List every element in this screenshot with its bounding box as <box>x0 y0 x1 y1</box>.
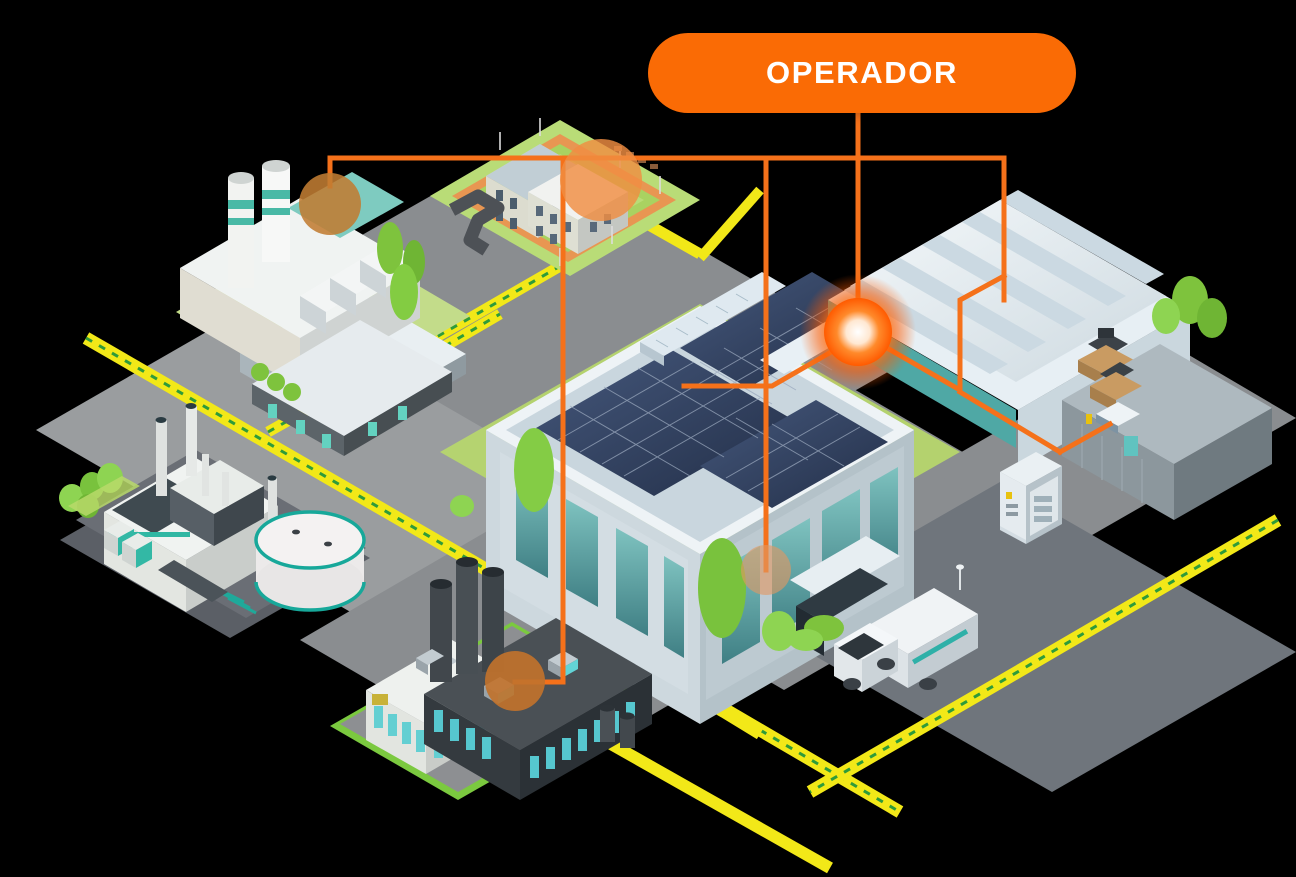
operador-badge[interactable]: OPERADOR <box>648 33 1076 113</box>
delivery-truck <box>789 564 978 692</box>
storage-tank <box>254 510 366 612</box>
node-main-facility[interactable] <box>741 545 791 595</box>
network-nodes <box>299 139 916 711</box>
facility-electrical-cabinet <box>1000 452 1062 544</box>
node-sports-campus[interactable] <box>560 139 642 221</box>
node-factory[interactable] <box>485 651 545 711</box>
node-operador-active[interactable] <box>800 274 916 390</box>
operador-badge-label: OPERADOR <box>766 55 958 90</box>
facility-container-unit <box>1062 344 1272 520</box>
node-power-plant[interactable] <box>299 173 361 235</box>
facility-water-treatment <box>59 403 370 638</box>
